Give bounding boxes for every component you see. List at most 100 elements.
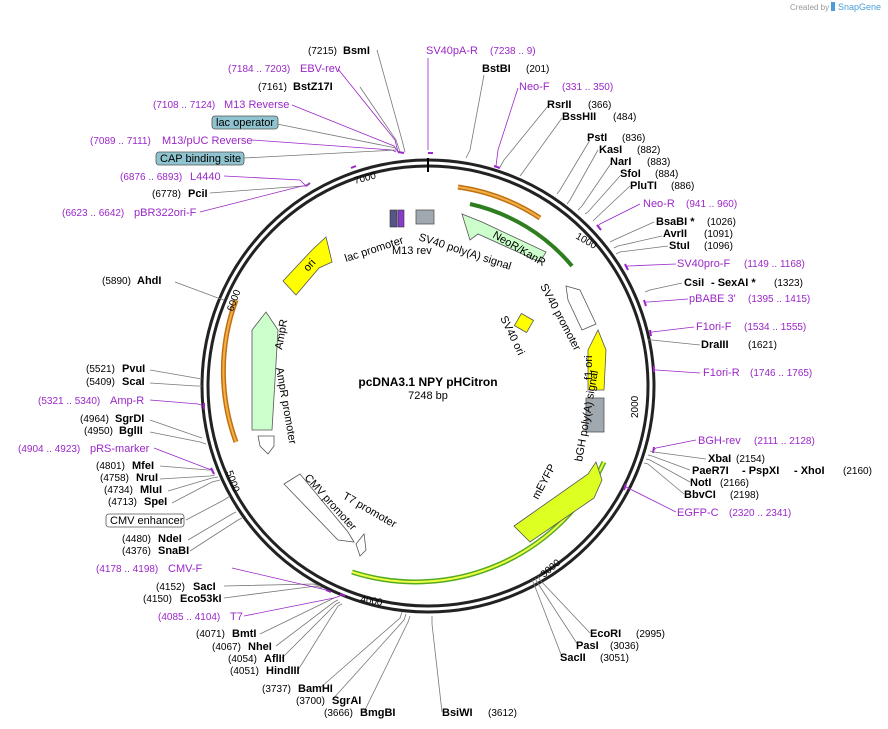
site-draiii[interactable]: DraIII: [701, 339, 729, 351]
site-bamhi[interactable]: BamHI: [298, 683, 333, 695]
primer-m13-puc-reverse[interactable]: M13/pUC Reverse: [162, 135, 252, 147]
feature-ori[interactable]: [282, 236, 333, 296]
site-ahdi[interactable]: AhdI: [137, 275, 161, 287]
site-mfei[interactable]: MfeI: [132, 460, 154, 472]
site-pvui[interactable]: PvuI: [122, 363, 145, 375]
feature-t7-promoter[interactable]: [355, 533, 367, 557]
site-xhoi[interactable]: - XhoI: [794, 465, 825, 477]
feature-sv40-ori[interactable]: [513, 312, 535, 334]
cmv-enhancer-box[interactable]: [105, 513, 185, 528]
site-kasi[interactable]: KasI: [599, 144, 622, 156]
primer-sv40pa-r[interactable]: SV40pA-R: [426, 45, 478, 57]
site-pos: (2166): [720, 478, 749, 489]
tick-2000: 2000: [630, 395, 641, 418]
site-bmgbi[interactable]: BmgBI: [360, 707, 395, 719]
site-pos: (484): [613, 112, 636, 123]
primer-pos: (4904 .. 4923): [18, 444, 80, 455]
site-pluti[interactable]: PluTI: [630, 180, 657, 192]
site-sfoi[interactable]: SfoI: [620, 168, 641, 180]
site-pos: (4051): [230, 666, 259, 677]
site-pos: (7215): [308, 46, 337, 57]
site-rsrii[interactable]: RsrII: [547, 99, 571, 111]
feature-bgh-polya[interactable]: [585, 397, 605, 433]
site-aflii[interactable]: AflII: [264, 653, 285, 665]
site-bbvci[interactable]: BbvCI: [684, 489, 716, 501]
site-ndei[interactable]: NdeI: [158, 533, 182, 545]
site-bsmi[interactable]: BsmI: [343, 45, 370, 57]
site-bsabi[interactable]: BsaBI *: [656, 216, 695, 228]
primer-neo-f[interactable]: Neo-F: [519, 81, 550, 93]
site-scai[interactable]: ScaI: [122, 376, 145, 388]
site-sacii[interactable]: SacII: [560, 652, 586, 664]
site-pos: (4067): [212, 642, 241, 653]
primer-f1ori-r[interactable]: F1ori-R: [703, 367, 740, 379]
primer-egfp-c[interactable]: EGFP-C: [677, 507, 719, 519]
cap-binding-site-box[interactable]: [155, 151, 245, 166]
primer-neo-r[interactable]: Neo-R: [643, 198, 675, 210]
site-bglii[interactable]: BglII: [119, 425, 143, 437]
primer-f1ori-f[interactable]: F1ori-F: [696, 321, 732, 333]
site-pcii[interactable]: PciI: [188, 188, 208, 200]
site-bstbi[interactable]: BstBI: [482, 63, 511, 75]
site-saci[interactable]: SacI: [193, 581, 216, 593]
feature-ampr[interactable]: [251, 311, 279, 431]
site-nari[interactable]: NarI: [610, 156, 631, 168]
site-spei[interactable]: SpeI: [144, 496, 167, 508]
site-bmti[interactable]: BmtI: [232, 628, 256, 640]
primer-pos: (4085 .. 4104): [158, 612, 220, 623]
primer-cmv-f[interactable]: CMV-F: [168, 563, 203, 575]
site-sgrai[interactable]: SgrAI: [332, 695, 361, 707]
primer-m13-reverse[interactable]: M13 Reverse: [224, 99, 289, 111]
feature-neor[interactable]: [461, 213, 547, 263]
site-pspxi[interactable]: - PspXI: [742, 465, 779, 477]
site-xbai[interactable]: XbaI: [708, 453, 731, 465]
feature-m13-rev[interactable]: [397, 209, 405, 228]
cmv-enhancer-label: CMV enhancer: [110, 515, 184, 527]
site-sgrdi[interactable]: SgrDI: [115, 413, 144, 425]
site-snabi[interactable]: SnaBI: [158, 545, 189, 557]
feature-f1-ori[interactable]: [587, 329, 607, 391]
primer-pbabe-3[interactable]: pBABE 3': [689, 293, 736, 305]
primer-bgh-rev[interactable]: BGH-rev: [698, 435, 741, 447]
primer-t7[interactable]: T7: [230, 611, 243, 623]
plasmid-name: pcDNA3.1 NPY pHCitron: [358, 375, 497, 389]
site-sexai[interactable]: - SexAI *: [711, 277, 756, 289]
site-bsshii[interactable]: BssHII: [562, 111, 596, 123]
primer-amp-r[interactable]: Amp-R: [110, 395, 144, 407]
feature-ampr-promoter[interactable]: [257, 435, 275, 455]
site-pasi[interactable]: PasI: [576, 640, 599, 652]
site-hindiii[interactable]: HindIII: [266, 665, 300, 677]
site-pos: (4964): [80, 414, 109, 425]
site-bstz17i[interactable]: BstZ17I: [293, 81, 333, 93]
site-avrii[interactable]: AvrII: [663, 228, 687, 240]
site-psti[interactable]: PstI: [587, 132, 607, 144]
site-pos: (1621): [748, 340, 777, 351]
site-pos: (4152): [156, 582, 185, 593]
site-mlui[interactable]: MluI: [140, 484, 162, 496]
primer-l4440[interactable]: L4440: [190, 171, 221, 183]
site-nrui[interactable]: NruI: [136, 472, 158, 484]
feature-meyfp[interactable]: [513, 461, 603, 543]
site-paer7i[interactable]: PaeR7I: [692, 465, 729, 477]
site-stui[interactable]: StuI: [669, 240, 690, 252]
primer-pbr322ori-f[interactable]: pBR322ori-F: [134, 207, 197, 219]
site-noti[interactable]: NotI: [690, 477, 711, 489]
primer-prs-marker[interactable]: pRS-marker: [90, 443, 150, 455]
feature-cmv-promoter[interactable]: [283, 473, 355, 543]
feature-lac-promoter[interactable]: [389, 209, 398, 228]
site-ecori[interactable]: EcoRI: [590, 628, 621, 640]
site-bsiwi[interactable]: BsiWI: [442, 707, 473, 719]
site-csii[interactable]: CsiI: [684, 277, 704, 289]
site-pos: (2995): [636, 629, 665, 640]
site-pos: (3737): [262, 684, 291, 695]
primer-sv40pro-f[interactable]: SV40pro-F: [677, 258, 730, 270]
feature-sv40-promoter[interactable]: [565, 285, 597, 331]
site-nhei[interactable]: NheI: [248, 641, 272, 653]
primer-pos: (2320 .. 2341): [729, 508, 791, 519]
site-pos: (5890): [102, 276, 131, 287]
site-eco53ki[interactable]: Eco53kI: [180, 593, 222, 605]
feature-sv40-polya[interactable]: [415, 209, 435, 225]
lac-operator-box[interactable]: [211, 115, 279, 130]
site-pos: (201): [526, 64, 549, 75]
primer-ebv-rev[interactable]: EBV-rev: [300, 63, 341, 75]
